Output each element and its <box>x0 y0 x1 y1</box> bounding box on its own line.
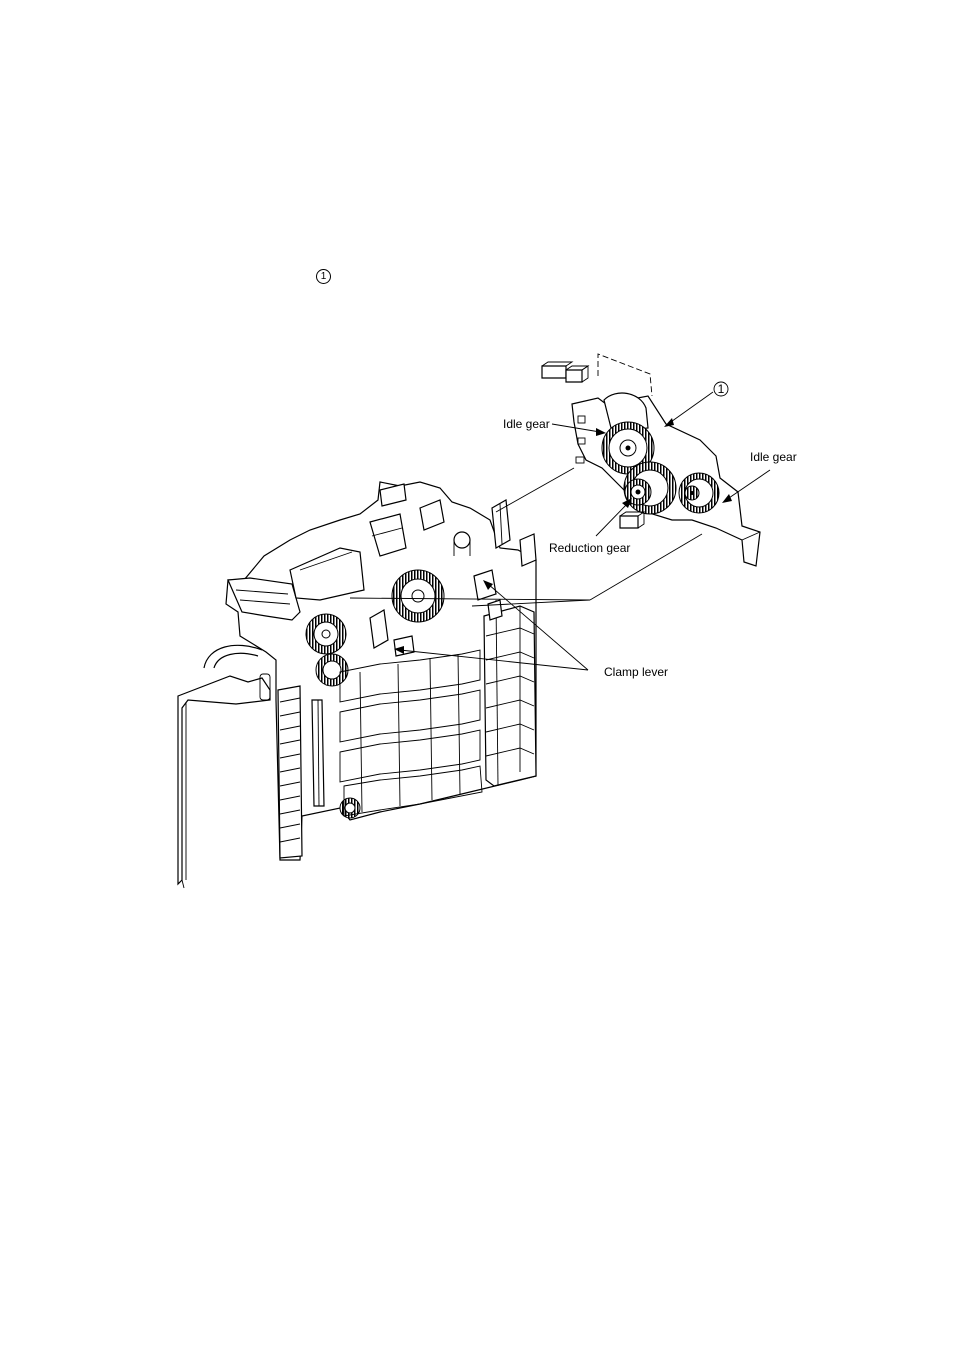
reduction-gear <box>624 462 676 514</box>
idle-gear-left-label: Idle gear <box>503 417 550 431</box>
connector-plug <box>542 362 588 382</box>
part-marker-number: 1 <box>718 382 725 396</box>
part-marker-leader <box>668 392 713 424</box>
clamp-lever-label: Clamp lever <box>604 665 668 679</box>
idle-gear-right-label: Idle gear <box>750 450 797 464</box>
reduction-gear-label: Reduction gear <box>549 541 630 555</box>
idle-gear-right-leader <box>726 470 770 500</box>
harness-outline <box>598 354 652 396</box>
side-panel <box>178 676 270 884</box>
idle-gear-right <box>679 473 719 513</box>
mechanism-frame <box>178 482 536 888</box>
